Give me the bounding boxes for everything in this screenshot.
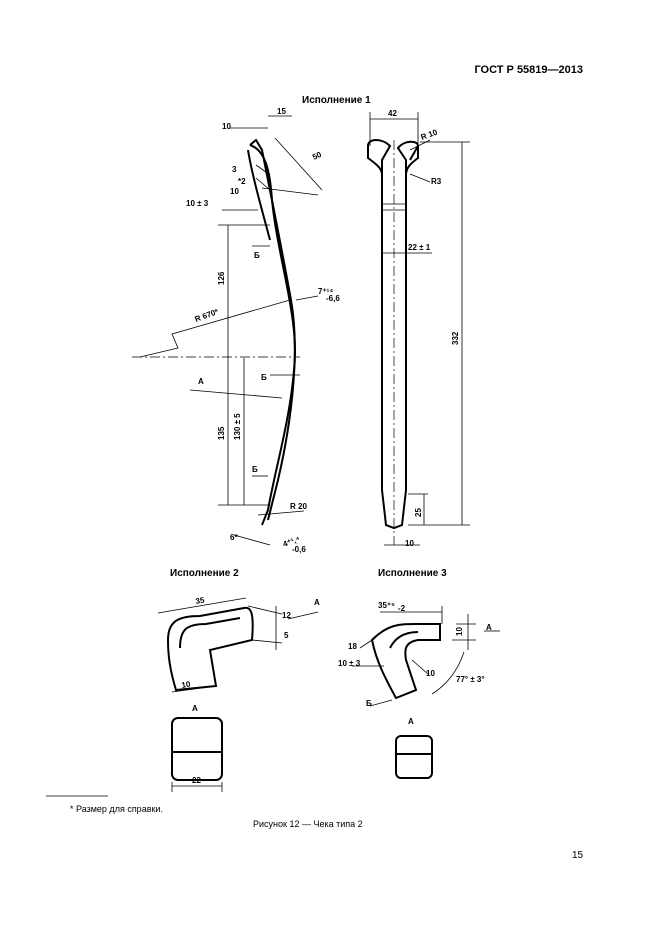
svg-text:10: 10	[405, 539, 414, 548]
page-number: 15	[572, 850, 584, 861]
figure-caption: Рисунок 12 — Чека типа 2	[253, 819, 363, 829]
footnote: * Размер для справки.	[70, 804, 163, 814]
svg-text:135: 135	[217, 426, 226, 440]
svg-text:10 ± 3: 10 ± 3	[338, 659, 361, 668]
svg-text:Б: Б	[261, 373, 267, 382]
svg-text:10 ± 3: 10 ± 3	[186, 199, 209, 208]
svg-text:12: 12	[282, 611, 291, 620]
variant-3-view: 35⁺⁵ -2 10 18 10 ± 3 10 77° ± 3° А Б А	[338, 601, 500, 779]
svg-text:50: 50	[311, 150, 323, 162]
svg-text:42: 42	[388, 109, 397, 118]
svg-text:-2: -2	[398, 604, 406, 613]
svg-text:*2: *2	[238, 177, 246, 186]
svg-text:25: 25	[414, 508, 423, 517]
svg-text:А: А	[192, 704, 198, 713]
svg-text:А: А	[486, 623, 492, 632]
svg-text:Б: Б	[366, 699, 372, 708]
svg-text:6*: 6*	[230, 533, 238, 542]
svg-text:А: А	[198, 377, 204, 386]
svg-text:Б: Б	[252, 465, 258, 474]
svg-text:7⁺¹⁴: 7⁺¹⁴	[318, 287, 333, 296]
standard-number: ГОСТ Р 55819—2013	[474, 64, 583, 76]
pin-curved-view: 10 15 50 3 *2 10 10 ± 3 126 R 670* 7⁺¹⁴ …	[132, 107, 340, 554]
svg-text:R3: R3	[431, 177, 442, 186]
view-label-2: Исполнение 2	[170, 568, 239, 579]
svg-text:18: 18	[348, 642, 357, 651]
svg-text:35⁺⁵: 35⁺⁵	[378, 601, 395, 610]
svg-text:22: 22	[192, 776, 201, 785]
svg-text:35: 35	[195, 595, 206, 606]
svg-text:130 ± 5: 130 ± 5	[233, 413, 242, 440]
view-label-3: Исполнение 3	[378, 568, 447, 579]
svg-text:22 ± 1: 22 ± 1	[408, 243, 431, 252]
svg-text:R 20: R 20	[290, 502, 307, 511]
svg-text:77° ± 3°: 77° ± 3°	[456, 675, 485, 684]
svg-text:10: 10	[222, 122, 231, 131]
svg-text:332: 332	[451, 331, 460, 345]
svg-text:R 10: R 10	[420, 127, 439, 141]
variant-2-view: 35 12 5 10 А А 22	[157, 595, 320, 792]
pin-side-view: 42 R 10 R3 22 ± 1 332 25 10	[367, 109, 470, 548]
svg-text:3: 3	[232, 165, 237, 174]
svg-text:10: 10	[426, 669, 435, 678]
svg-text:10: 10	[230, 187, 239, 196]
svg-text:10: 10	[181, 679, 192, 690]
svg-text:Б: Б	[254, 251, 260, 260]
svg-text:10: 10	[455, 627, 464, 636]
svg-text:-6,6: -6,6	[326, 294, 340, 303]
view-label-1: Исполнение 1	[302, 95, 371, 106]
svg-text:15: 15	[277, 107, 286, 116]
svg-text:А: А	[314, 598, 320, 607]
svg-text:5: 5	[284, 631, 289, 640]
svg-text:А: А	[408, 717, 414, 726]
svg-text:126: 126	[217, 271, 226, 285]
svg-text:-0,6: -0,6	[292, 545, 306, 554]
